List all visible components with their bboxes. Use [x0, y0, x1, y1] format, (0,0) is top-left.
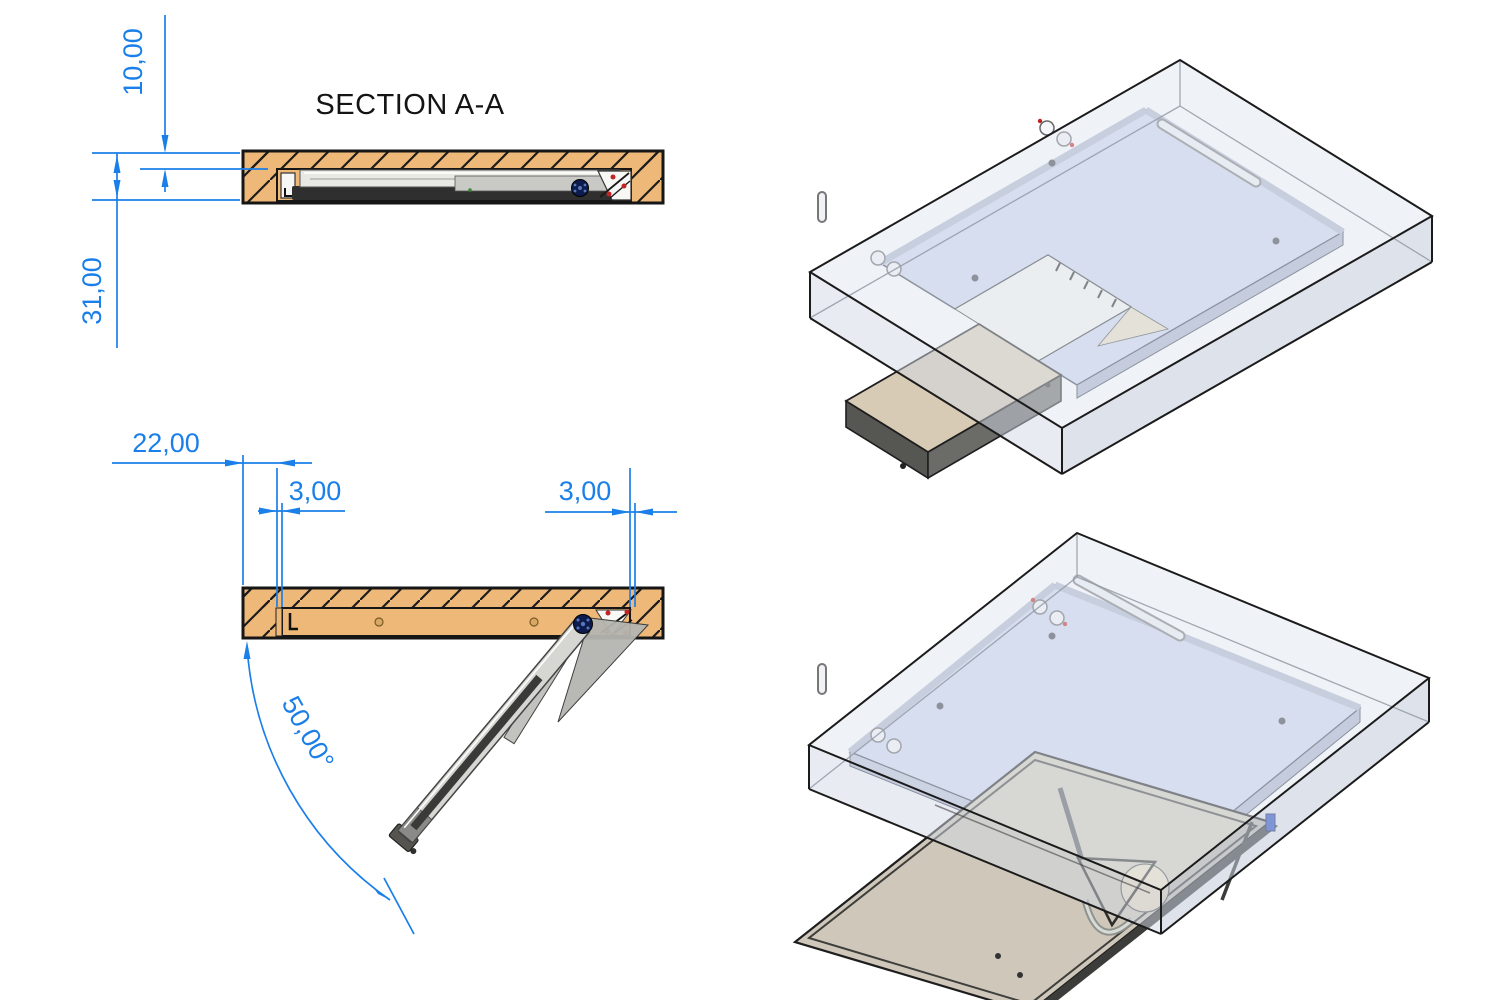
- slab-left-face: [810, 272, 1062, 474]
- fold-arm-assembly: [388, 614, 650, 855]
- iso-view-tray-open: [792, 531, 1431, 1000]
- section-title: SECTION A-A: [315, 89, 504, 121]
- main-slide-arm: [388, 618, 591, 855]
- flap-slot-edge: [934, 804, 1151, 894]
- dim-3-left-label: 3,00: [289, 476, 342, 506]
- glass-slab-bottom-view: [807, 531, 1431, 935]
- screw-hole: [529, 617, 539, 627]
- marker-dot: [610, 174, 616, 180]
- iso-view-tray-partially-open: [808, 58, 1434, 480]
- angle-arc: [246, 645, 391, 901]
- marker-dot: [621, 183, 627, 189]
- dim-22-label: 22,00: [132, 428, 200, 458]
- wood-panel-open: [241, 586, 665, 640]
- slab-left-face: [809, 745, 1161, 934]
- slab-right-face: [1062, 216, 1432, 474]
- dim-31-label: 31,00: [77, 257, 107, 325]
- dimension-panel-thickness: 31,00: [77, 153, 240, 348]
- slide-mechanism-closed: [276, 168, 632, 202]
- dimension-gap-right: 3,00: [545, 468, 677, 607]
- dim-3-right-label: 3,00: [559, 476, 612, 506]
- dim-10-label: 10,00: [118, 28, 148, 96]
- section-view-closed: SECTION A-A: [77, 15, 665, 348]
- marker-dot: [606, 191, 612, 197]
- slide-rail-middle: [454, 175, 619, 192]
- slab-top-face: [809, 533, 1429, 890]
- glass-slab-top-view: [808, 58, 1434, 475]
- dim-angle-label: 50,00°: [276, 691, 340, 774]
- latch-hook: [288, 613, 298, 631]
- section-view-open: 22,00 3,00 3,00 50,00°: [112, 428, 677, 935]
- slab-right-face: [1161, 678, 1429, 934]
- hinge-bracket: [557, 617, 650, 723]
- dimension-gap-left: 3,00: [258, 476, 345, 607]
- dimension-edge-offset: 22,00: [112, 428, 312, 607]
- slab-top-face: [810, 60, 1432, 428]
- hinge-pin: [1039, 120, 1055, 136]
- screw-hole: [374, 617, 384, 627]
- dimension-opening-angle: 50,00°: [243, 641, 415, 935]
